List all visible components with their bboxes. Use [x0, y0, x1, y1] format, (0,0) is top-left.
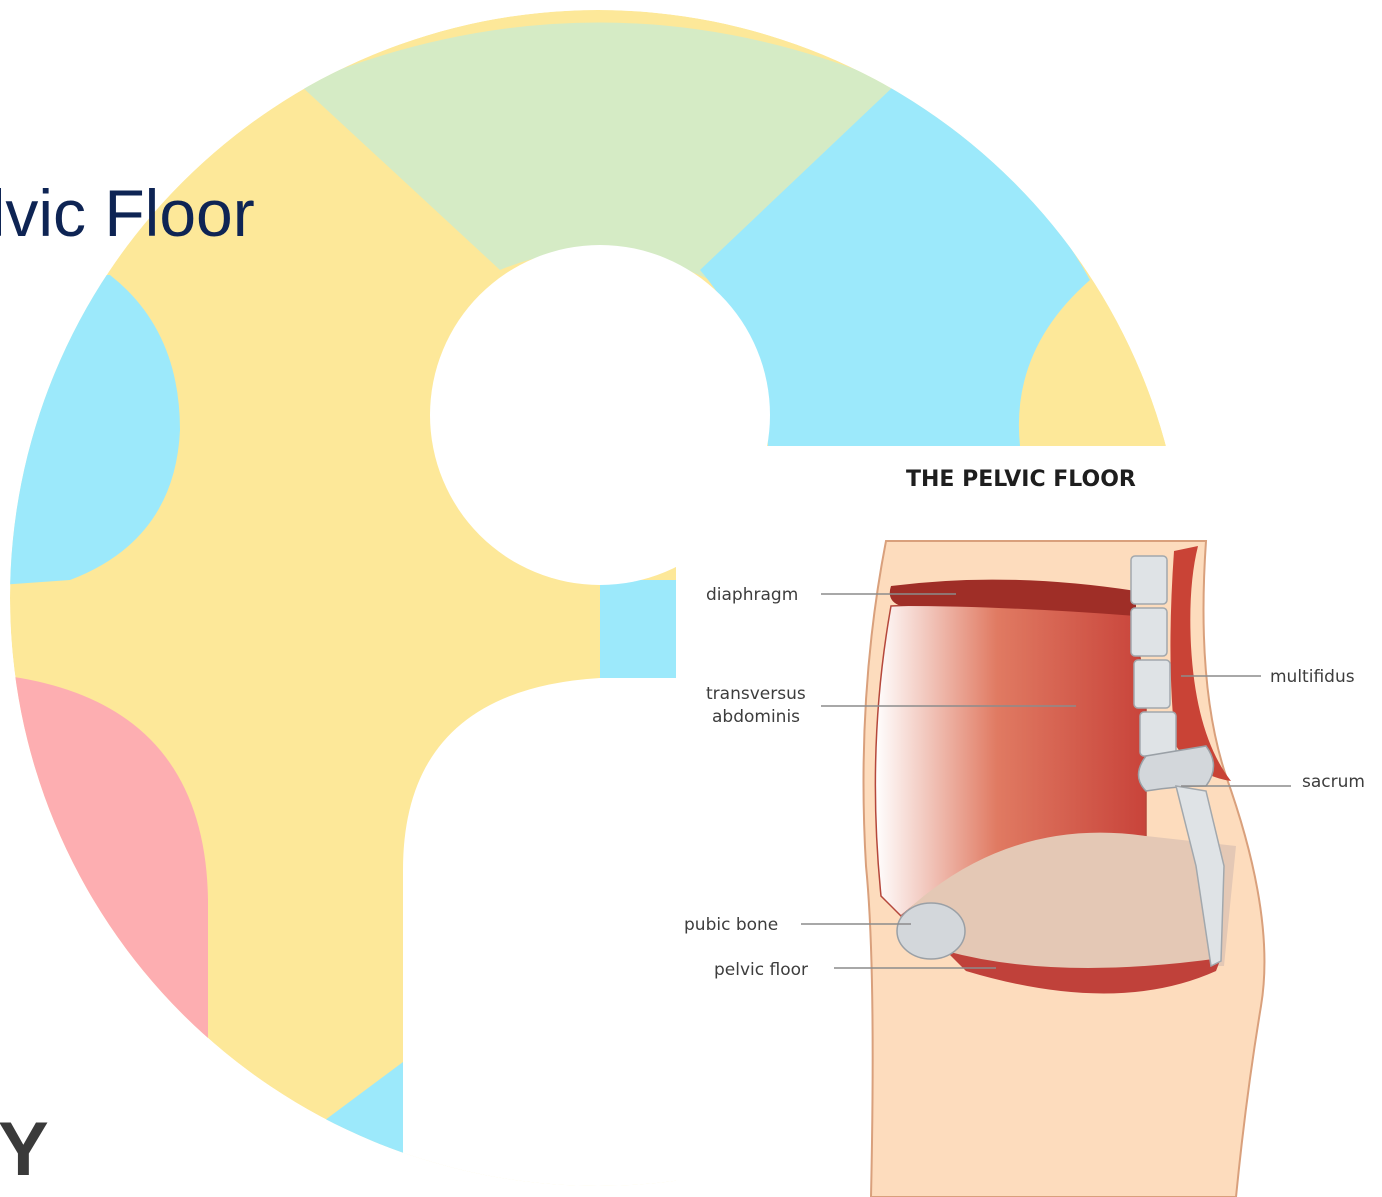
- pubic-bone: [897, 903, 965, 959]
- label-diaphragm: diaphragm: [706, 585, 798, 605]
- label-multifidus: multifidus: [1270, 667, 1355, 687]
- pelvic-floor-illustration: THE PELVIC FLOOR: [676, 446, 1382, 1197]
- brand-logo-text: Y: [0, 1112, 49, 1188]
- label-transversus-line2: abdominis: [712, 707, 800, 727]
- anatomy-diagram: THE PELVIC FLOOR: [676, 446, 1382, 1197]
- label-pubic-bone: pubic bone: [684, 915, 778, 935]
- label-transversus-line1: transversus: [706, 684, 806, 704]
- figure-title: THE PELVIC FLOOR: [906, 467, 1136, 492]
- label-pelvic-floor: pelvic floor: [714, 960, 808, 980]
- ring-blue-segment-center: [600, 580, 680, 680]
- label-sacrum: sacrum: [1302, 772, 1365, 792]
- slide-title: elvic Floor: [0, 180, 255, 246]
